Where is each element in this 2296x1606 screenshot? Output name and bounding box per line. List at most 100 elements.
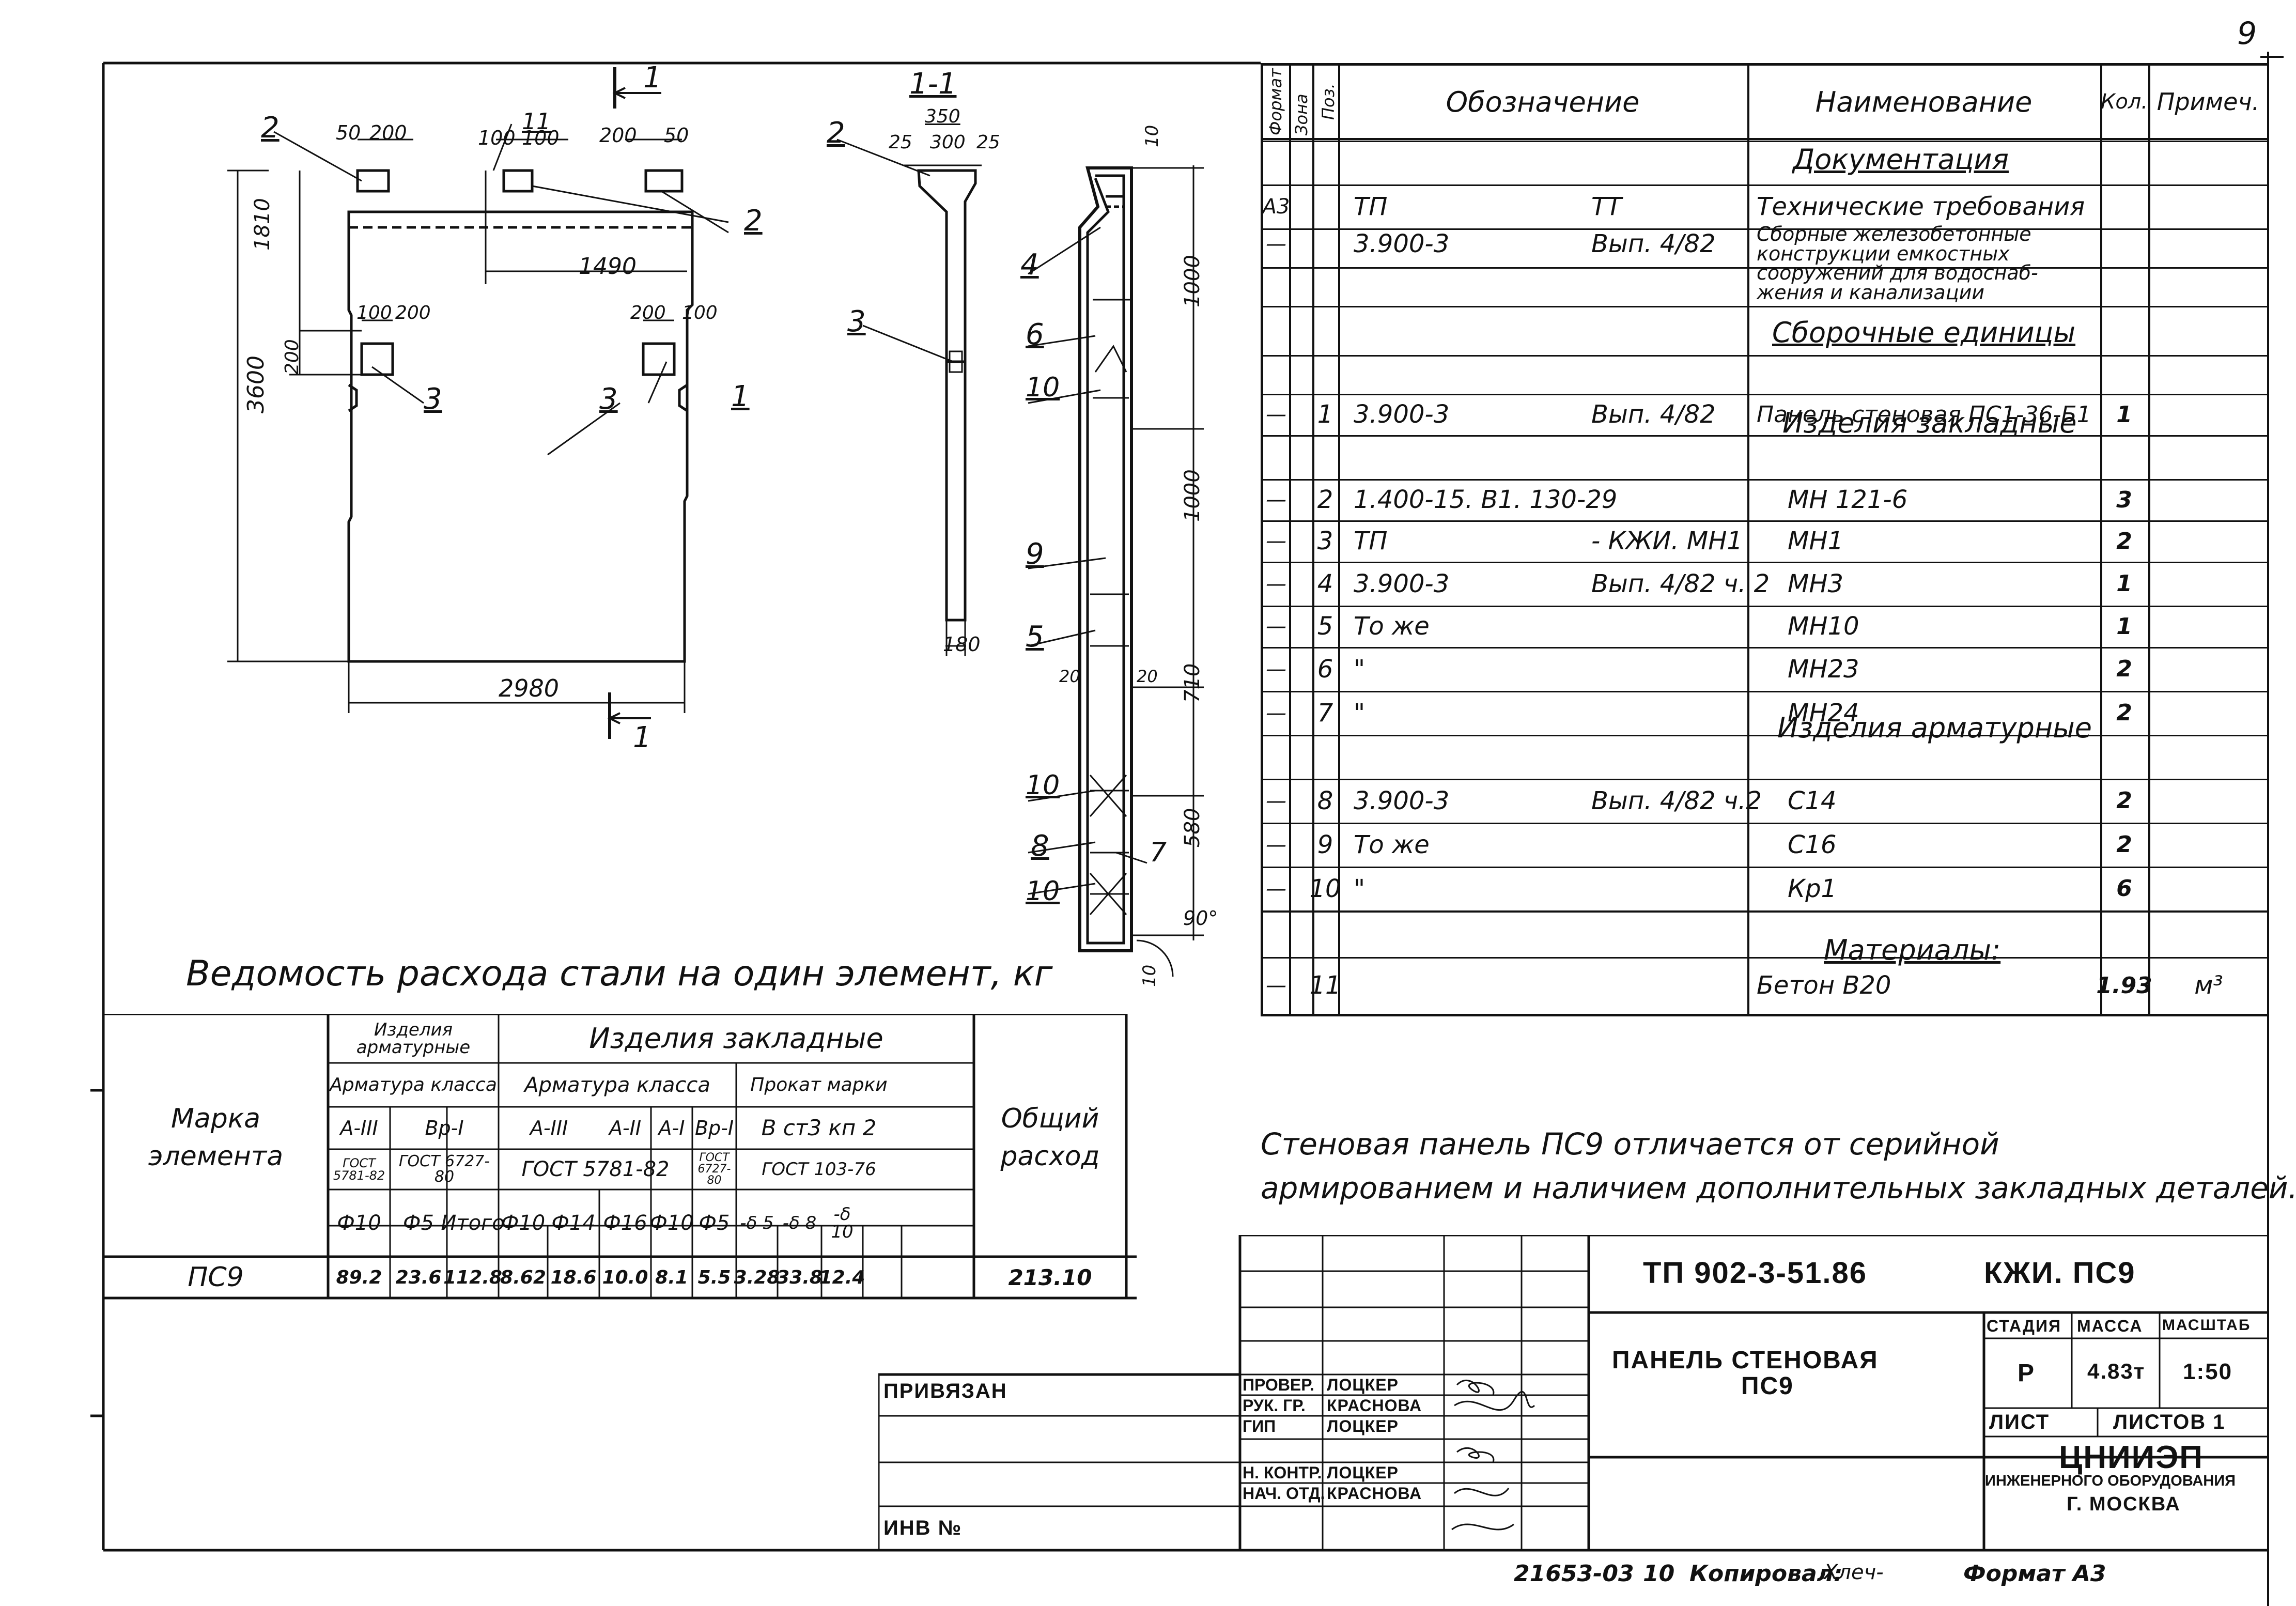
steel-diam-1: Ф10 [337,1211,381,1235]
dim-25-right: 25 [976,132,1000,153]
steel-mark-header: Марка элемента [148,1103,284,1172]
drawing-name-line-1: ПАНЕЛЬ СТЕНОВАЯ [1612,1347,1879,1374]
section-assemblies: Сборочные единицы [1772,316,2076,349]
dim-10-top: 10 [1142,125,1162,147]
dim-1810: 1810 [251,198,274,251]
callout-2-left: 2 [261,111,280,145]
steel-class-1: А-III [340,1117,378,1139]
spec-cell-des_a [1354,259,1571,306]
steel-class-5: А-I [658,1117,685,1139]
spec-cell-qty: 2 [2116,787,2132,814]
spec-cell-note [2149,520,2268,562]
rebar-callout-10-b: 10 [1026,770,1060,801]
col-header-qty: Кол. [2100,90,2148,114]
spec-cell-pos: 1 [1317,400,1333,429]
spec-cell-des_a: " [1354,654,1366,684]
steel-diam-11: -δ 10 [831,1204,854,1242]
spec-cell-qty: 2 [2116,528,2132,554]
steel-rebar-class-b: Арматура класса [524,1073,710,1097]
steel-value-2: 23.6 [395,1267,442,1288]
spec-cell-qty: 6 [2116,875,2132,902]
spec-cell-format: — [1266,572,1286,596]
scale-value: 1:50 [2183,1359,2233,1384]
spec-cell-note [2149,691,2268,735]
col-header-zone: Зона [1292,94,1311,135]
steel-row-mark: ПС9 [188,1262,244,1293]
role-label-3: ГИП [1243,1417,1276,1435]
section-1-1-profile [836,138,982,656]
spec-cell-note: м³ [2194,971,2223,1000]
steel-diam-2: Ф5 [403,1211,434,1235]
footer-format: Формат А3 [1963,1561,2106,1587]
stage-value: Р [2018,1360,2036,1387]
spec-cell-pos: 4 [1317,569,1333,598]
dim-100-a: 100 [478,127,516,149]
steel-rolled-header: Прокат марки [750,1074,888,1095]
spec-cell-name: Панель стеновая ПС1-36-Б1 [1757,401,2091,428]
spec-cell-name: МН23 [1788,654,1859,684]
section-documentation: Документация [1793,143,2009,176]
dim-25-left: 25 [889,132,912,153]
spec-cell-note [2149,479,2268,520]
dim-180: 180 [943,633,981,656]
spec-cell-pos: 8 [1317,786,1333,815]
dim-90-degrees: 90° [1183,907,1218,930]
note-line-2: армированием и наличием дополнительных з… [1261,1170,2296,1206]
spec-cell-des_a: 1.400-15. В1. 130-29 [1354,485,1618,514]
spec-cell-name: С16 [1788,830,1837,859]
footer-copied-label: Копировал: [1689,1561,1843,1587]
spec-cell-note [2149,228,2268,259]
spec-cell-note [2149,867,2268,910]
spec-cell-des_b: ТТ [1591,192,1622,221]
spec-cell-qty: 1 [2116,401,2132,428]
sheet-code: КЖИ. ПС9 [1984,1256,2136,1290]
spec-cell-des_a: 3.900-3 [1354,569,1450,598]
role-name-5: КРАСНОВА [1327,1484,1422,1503]
dim-20-right: 20 [1137,667,1158,686]
spec-cell-name: Кр1 [1788,874,1837,903]
section-mark-bottom [607,692,651,739]
steel-diam-6: Ф16 [603,1211,647,1235]
steel-gost-5: ГОСТ 103-76 [762,1159,876,1180]
spec-cell-format: — [1266,657,1286,681]
spec-cell-qty [2100,259,2148,306]
spec-cell-des_b [1591,823,1746,867]
spec-cell-des_a: 3.900-3 [1354,229,1450,258]
steel-value-9: 3.28 [734,1267,780,1288]
note-line-1: Стеновая панель ПС9 отличается от серийн… [1261,1126,1999,1162]
spec-cell-pos: 3 [1317,527,1333,555]
dim-100-b: 100 [522,127,560,149]
footer-copier: Хлеч- [1824,1561,1884,1584]
dim-100-mid-left: 100 [356,302,392,323]
section-mark-top [612,67,661,109]
col-header-name: Наименование [1815,85,2033,118]
spec-cell-name: Технические требования [1757,192,2085,221]
spec-cell-pos: 10 [1309,874,1341,903]
spec-cell-des_b [1591,867,1746,910]
steel-gost-4: ГОСТ 6727-80 [697,1151,731,1187]
footer-number: 21653-03 [1514,1561,1634,1587]
dim-2980: 2980 [499,674,560,702]
spec-cell-note [2149,606,2268,647]
dim-20-left: 20 [1059,667,1080,686]
section-view-title: 1-1 [909,67,957,101]
spec-cell-format: — [1266,614,1286,638]
rebar-callout-7: 7 [1150,837,1167,868]
spec-cell-des_a: 3.900-3 [1354,400,1450,429]
spec-cell-note [2149,779,2268,823]
spec-cell-qty [2100,184,2148,228]
spec-cell-des_b [1591,259,1746,306]
spec-cell-name: Сборные железобетонные конструкции емкос… [1757,223,2031,265]
spec-cell-format: — [1266,529,1286,553]
role-name-3: ЛОЦКЕР [1327,1417,1399,1435]
spec-cell-format: — [1266,832,1286,857]
role-name-2: КРАСНОВА [1327,1396,1422,1415]
spec-cell-des_a: ТП [1354,527,1388,555]
spec-cell-des_a: 3.900-3 [1354,786,1450,815]
col-header-format: Формат [1266,68,1285,135]
dim-100-mid-right: 100 [682,302,718,323]
spec-cell-note [2149,184,2268,228]
role-label-4: Н. КОНТР. [1243,1463,1322,1482]
section-rebar: Изделия арматурные [1777,712,2092,744]
